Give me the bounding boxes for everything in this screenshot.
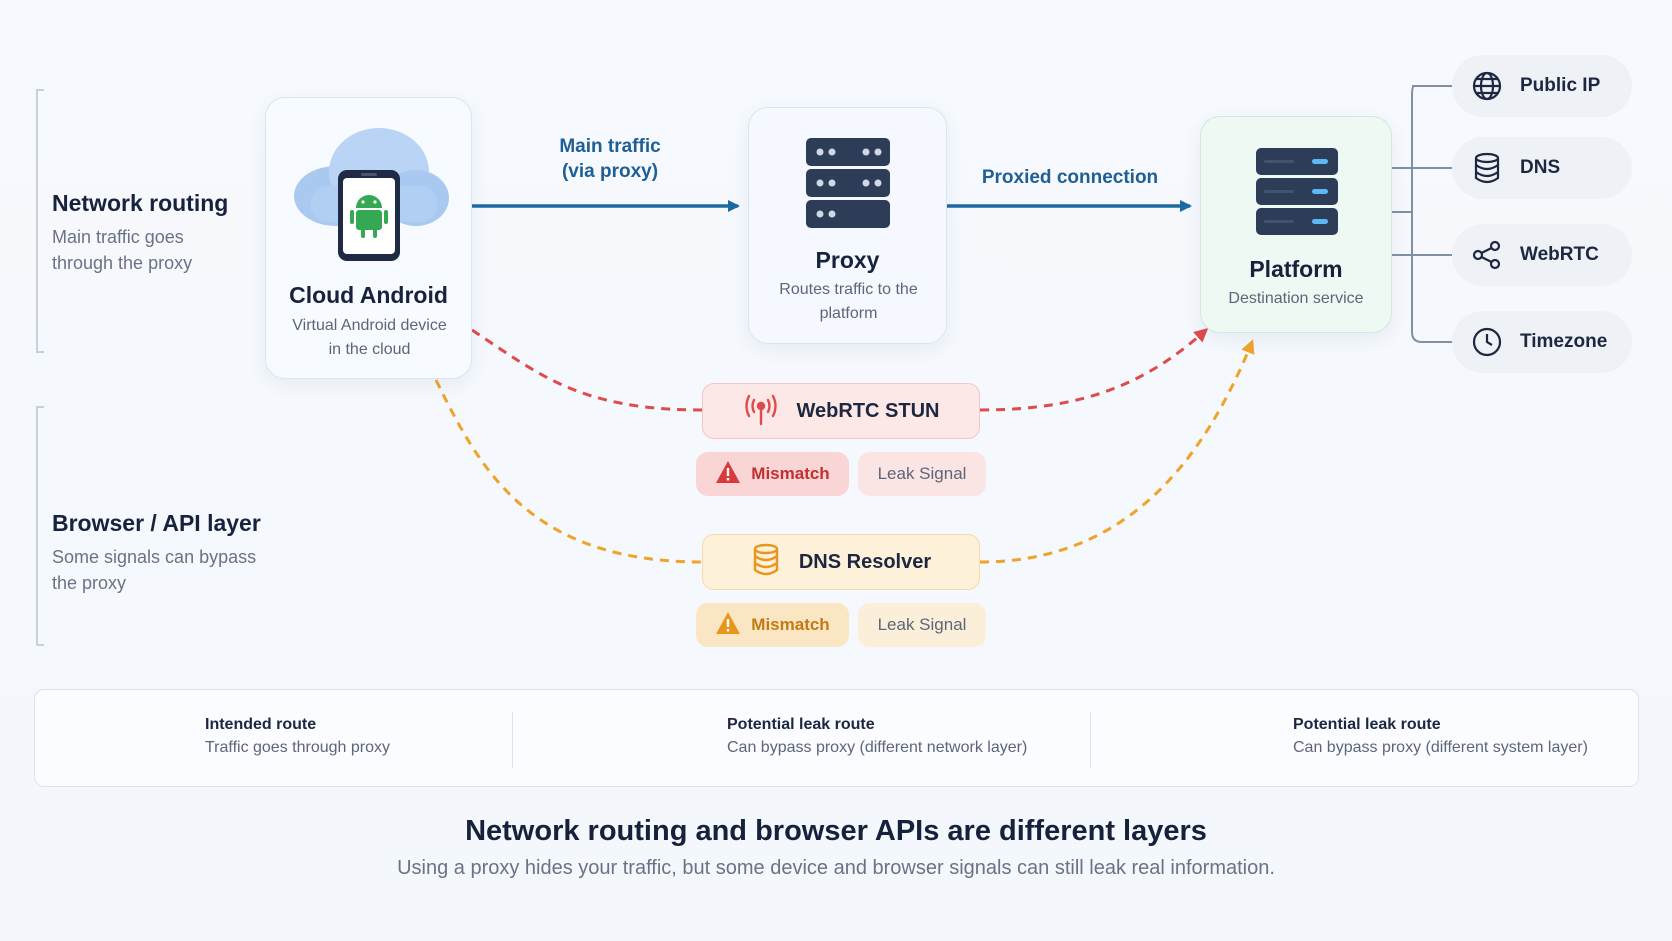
mismatch-label: Mismatch xyxy=(751,615,830,634)
signal-label: Public IP xyxy=(1520,75,1601,96)
warning-icon xyxy=(715,611,741,640)
main-traffic-label: Main traffic (via proxy) xyxy=(530,134,690,184)
platform-subtitle: Destination service xyxy=(1228,290,1364,307)
signal-tree-trunk xyxy=(1411,85,1452,343)
database-icon xyxy=(1470,151,1504,185)
cloud-android-subtitle: Virtual Android device in the cloud xyxy=(292,317,447,358)
webrtc-stun-label: WebRTC STUN xyxy=(796,399,940,422)
dns-leak-route-in xyxy=(434,379,703,564)
dns-leak-route-out xyxy=(979,339,1255,564)
browser-layer-bracket xyxy=(36,406,44,646)
globe-icon xyxy=(1470,69,1504,103)
signal-public-ip[interactable]: Public IP xyxy=(1452,55,1632,117)
signal-label: DNS xyxy=(1520,157,1561,178)
cloud-android-phone-icon xyxy=(291,126,449,264)
database-icon xyxy=(751,543,781,582)
webrtc-mismatch-chip: Mismatch xyxy=(696,452,849,496)
dns-mismatch-chip: Mismatch xyxy=(696,603,849,647)
proxy-title: Proxy xyxy=(815,247,880,273)
dns-resolver-box[interactable]: DNS Resolver xyxy=(702,534,980,590)
legend-item-intended: Intended route Traffic goes through prox… xyxy=(205,716,390,757)
legend-description: Traffic goes through proxy xyxy=(205,739,390,756)
leak-signal-label: Leak Signal xyxy=(877,464,967,483)
legend-title: Potential leak route xyxy=(727,716,875,733)
legend-item-system-leak: Potential leak route Can bypass proxy (d… xyxy=(1293,716,1588,757)
cloud-android-title: Cloud Android xyxy=(289,282,448,308)
webrtc-leak-signal-chip: Leak Signal xyxy=(858,452,986,496)
webrtc-leak-route-out xyxy=(979,328,1209,412)
mismatch-label: Mismatch xyxy=(751,464,830,483)
warning-icon xyxy=(715,460,741,489)
proxy-subtitle: Routes traffic to the platform xyxy=(779,281,918,322)
browser-layer-description: Some signals can bypass the proxy xyxy=(52,547,257,593)
network-layer-title: Network routing xyxy=(52,190,229,216)
dns-leak-signal-chip: Leak Signal xyxy=(858,603,986,647)
signal-label: Timezone xyxy=(1520,331,1608,352)
server-icon xyxy=(1256,148,1338,236)
signal-dns[interactable]: DNS xyxy=(1452,137,1632,199)
network-layer-description: Main traffic goes through the proxy xyxy=(52,227,193,273)
antenna-icon xyxy=(743,392,779,431)
footer-title: Network routing and browser APIs are dif… xyxy=(465,815,1207,847)
webrtc-leak-route-in xyxy=(471,328,703,412)
proxied-connection-label: Proxied connection xyxy=(981,167,1159,188)
legend-divider xyxy=(1090,712,1091,768)
legend-description: Can bypass proxy (different system layer… xyxy=(1293,739,1588,756)
platform-title: Platform xyxy=(1249,256,1343,282)
platform-card[interactable]: Platform Destination service xyxy=(1200,116,1392,333)
clock-icon xyxy=(1470,325,1504,359)
dns-resolver-label: DNS Resolver xyxy=(798,550,932,573)
signal-label: WebRTC xyxy=(1520,244,1599,265)
server-icon xyxy=(806,138,890,230)
signal-webrtc[interactable]: WebRTC xyxy=(1452,224,1632,286)
legend-item-network-leak: Potential leak route Can bypass proxy (d… xyxy=(727,716,1027,757)
leak-signal-label: Leak Signal xyxy=(877,615,967,634)
legend-title: Intended route xyxy=(205,716,317,733)
proxy-card[interactable]: Proxy Routes traffic to the platform xyxy=(748,107,947,344)
legend-panel: Intended route Traffic goes through prox… xyxy=(34,689,1639,787)
cloud-android-card[interactable]: Cloud Android Virtual Android device in … xyxy=(265,97,472,379)
browser-layer-title: Browser / API layer xyxy=(52,510,261,536)
footer-subtitle: Using a proxy hides your traffic, but so… xyxy=(397,857,1275,879)
main-traffic-text: Main traffic (via proxy) xyxy=(559,136,661,182)
webrtc-stun-box[interactable]: WebRTC STUN xyxy=(702,383,980,439)
legend-divider xyxy=(512,712,513,768)
share-icon xyxy=(1470,238,1504,272)
network-layer-bracket xyxy=(36,89,44,353)
legend-title: Potential leak route xyxy=(1293,716,1441,733)
signal-timezone[interactable]: Timezone xyxy=(1452,311,1632,373)
legend-description: Can bypass proxy (different network laye… xyxy=(727,739,1028,756)
